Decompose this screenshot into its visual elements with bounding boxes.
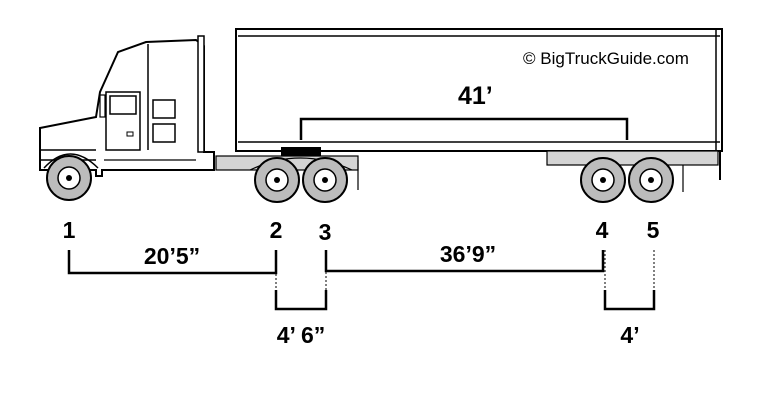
dimension-lines xyxy=(67,250,656,311)
front-fender xyxy=(43,153,99,169)
axle-label-1: 1 xyxy=(63,217,76,243)
sleeper-window-lower xyxy=(152,123,176,143)
sleeper-window-upper xyxy=(152,99,176,119)
wheel-axle-3 xyxy=(302,157,348,203)
trailer-rear-rail xyxy=(546,150,719,166)
cab-door xyxy=(105,91,141,151)
spacing-label-1-2: 20’5” xyxy=(144,243,200,269)
copyright-text: © BigTruckGuide.com xyxy=(523,49,689,68)
wheel-axle-4 xyxy=(580,157,626,203)
exhaust-stack xyxy=(197,35,205,153)
trailer-length-label: 41’ xyxy=(458,82,493,110)
side-mirror xyxy=(99,94,106,118)
axle-label-5: 5 xyxy=(647,217,660,243)
axle-label-3: 3 xyxy=(319,219,332,245)
spacing-label-3-4: 36’9” xyxy=(440,241,496,267)
axle-label-2: 2 xyxy=(270,217,283,243)
spacing-label-2-3: 4’ 6” xyxy=(277,322,326,348)
wheel-axle-5 xyxy=(628,157,674,203)
trailer-box xyxy=(235,28,723,152)
wheels xyxy=(46,155,674,203)
axle-label-4: 4 xyxy=(596,217,609,243)
door-handle xyxy=(126,131,134,137)
wheel-axle-2 xyxy=(254,157,300,203)
dim-axle2-axle3 xyxy=(274,290,328,311)
trailer xyxy=(235,28,723,192)
trailer-length-bracket xyxy=(299,117,629,140)
dim-axle1-axle2 xyxy=(67,250,278,275)
fifth-wheel xyxy=(281,147,321,156)
spacing-label-4-5: 4’ xyxy=(620,322,639,348)
dim-axle4-axle5 xyxy=(603,290,656,311)
door-window xyxy=(109,95,137,115)
dim-axle3-axle4 xyxy=(324,250,605,273)
wheel-axle-1 xyxy=(46,155,92,201)
